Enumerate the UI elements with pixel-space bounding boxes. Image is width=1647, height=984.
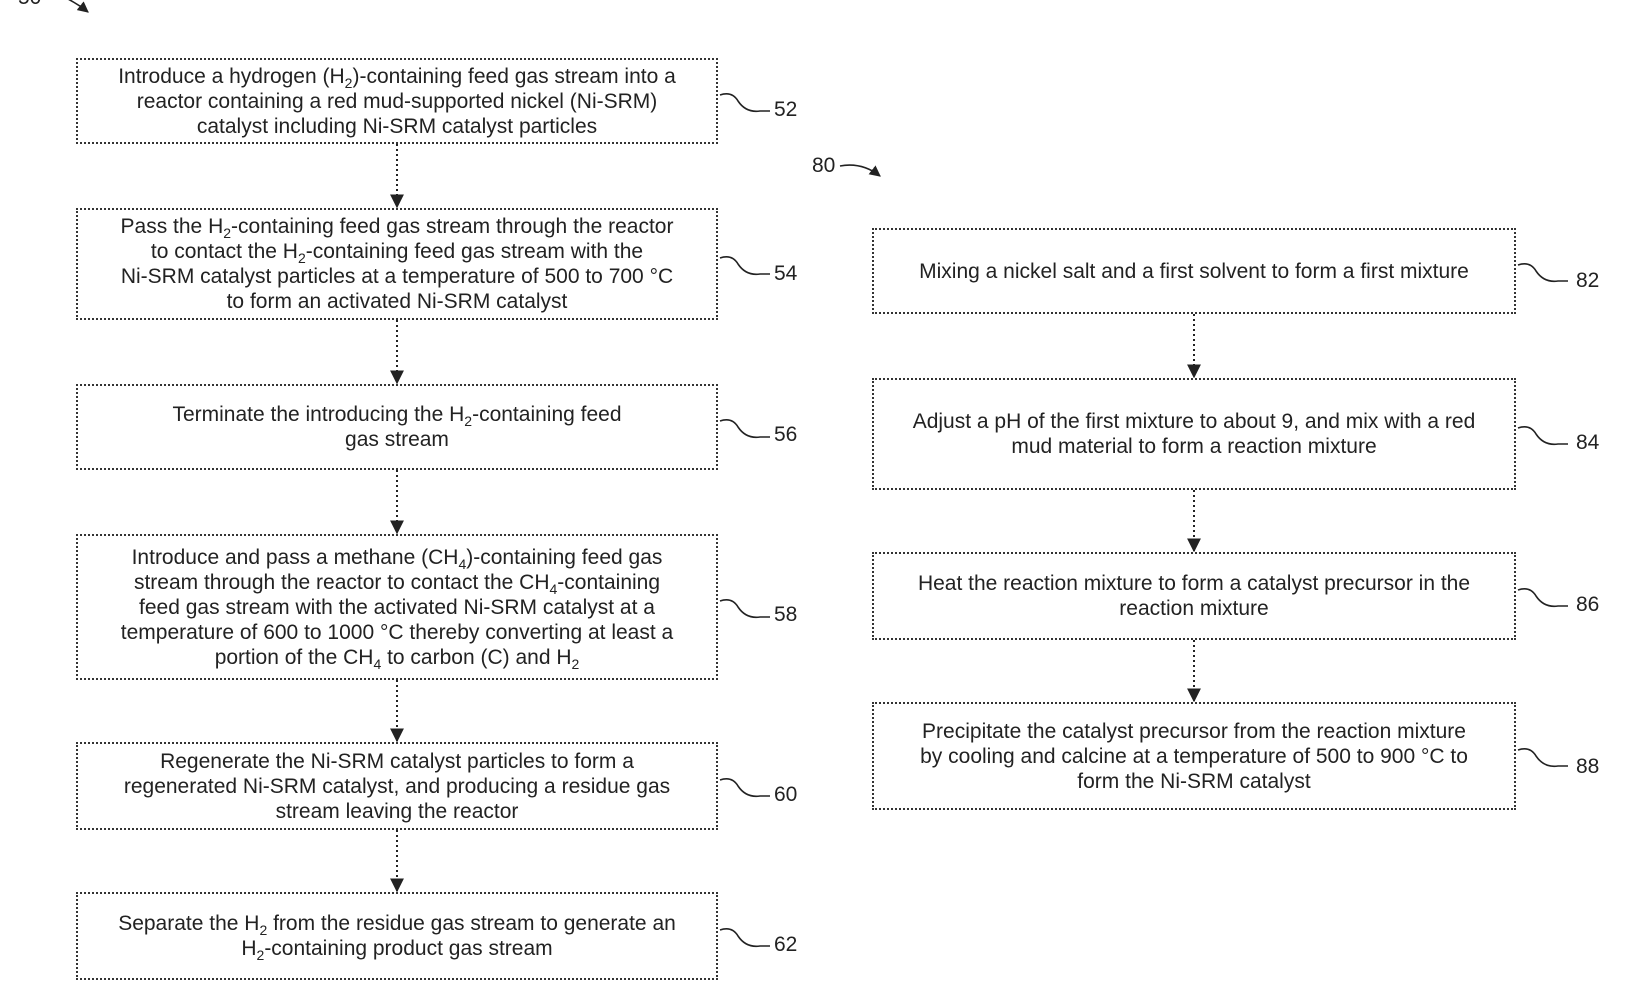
step-text-line: portion of the CH4 to carbon (C) and H2 xyxy=(215,646,580,669)
step-text: Heat the reaction mixture to form a cata… xyxy=(918,571,1470,621)
step-box-54: Pass the H2-containing feed gas stream t… xyxy=(76,208,718,320)
step-text-line: stream through the reactor to contact th… xyxy=(134,571,660,594)
ref-numeral-62: 62 xyxy=(774,934,797,956)
step-text-line: Introduce and pass a methane (CH4)-conta… xyxy=(132,546,663,569)
step-box-56: Terminate the introducing the H2-contain… xyxy=(76,384,718,470)
ref-numeral-60: 60 xyxy=(774,784,797,806)
step-text-line: stream leaving the reactor xyxy=(276,800,519,823)
step-text: Introduce and pass a methane (CH4)-conta… xyxy=(121,545,673,670)
leader-line xyxy=(720,929,770,946)
step-text-line: Pass the H2-containing feed gas stream t… xyxy=(121,215,674,238)
step-box-58: Introduce and pass a methane (CH4)-conta… xyxy=(76,534,718,680)
step-text-line: H2-containing product gas stream xyxy=(241,937,552,960)
step-text-line: to contact the H2-containing feed gas st… xyxy=(151,240,643,263)
step-text-line: form the Ni-SRM catalyst xyxy=(1077,770,1310,793)
figure-label-50: 50 xyxy=(18,0,41,10)
step-text-line: feed gas stream with the activated Ni-SR… xyxy=(139,596,655,619)
step-text-line: Precipitate the catalyst precursor from … xyxy=(922,720,1466,743)
step-text-line: Terminate the introducing the H2-contain… xyxy=(172,403,621,426)
step-text-line: by cooling and calcine at a temperature … xyxy=(920,745,1468,768)
leader-line xyxy=(1518,264,1568,281)
step-text-line: Introduce a hydrogen (H2)-containing fee… xyxy=(118,65,676,88)
step-text: Mixing a nickel salt and a first solvent… xyxy=(919,259,1469,284)
step-box-88: Precipitate the catalyst precursor from … xyxy=(872,702,1516,810)
ref-numeral-58: 58 xyxy=(774,604,797,626)
leader-line xyxy=(720,600,770,617)
step-text-line: Separate the H2 from the residue gas str… xyxy=(118,912,676,935)
step-text-line: catalyst including Ni-SRM catalyst parti… xyxy=(197,115,597,138)
step-text-line: temperature of 600 to 1000 °C thereby co… xyxy=(121,621,673,644)
ref-numeral-52: 52 xyxy=(774,99,797,121)
step-box-84: Adjust a pH of the first mixture to abou… xyxy=(872,378,1516,490)
step-text: Introduce a hydrogen (H2)-containing fee… xyxy=(118,64,676,139)
step-box-86: Heat the reaction mixture to form a cata… xyxy=(872,552,1516,640)
step-text-line: regenerated Ni-SRM catalyst, and produci… xyxy=(124,775,670,798)
step-text: Terminate the introducing the H2-contain… xyxy=(172,402,621,452)
step-text-line: Adjust a pH of the first mixture to abou… xyxy=(913,410,1476,433)
step-box-82: Mixing a nickel salt and a first solvent… xyxy=(872,228,1516,314)
step-text-line: to form an activated Ni-SRM catalyst xyxy=(227,290,568,313)
ref-numeral-84: 84 xyxy=(1576,432,1599,454)
leader-line xyxy=(720,420,770,437)
step-text-line: mud material to form a reaction mixture xyxy=(1011,435,1376,458)
ref-numeral-88: 88 xyxy=(1576,756,1599,778)
step-text: Precipitate the catalyst precursor from … xyxy=(920,719,1468,794)
ref-numeral-86: 86 xyxy=(1576,594,1599,616)
step-text-line: Ni-SRM catalyst particles at a temperatu… xyxy=(121,265,673,288)
step-text-line: Regenerate the Ni-SRM catalyst particles… xyxy=(160,750,634,773)
leader-line xyxy=(1518,589,1568,606)
leader-line xyxy=(720,257,770,274)
step-text-line: gas stream xyxy=(345,428,449,451)
step-text: Separate the H2 from the residue gas str… xyxy=(118,911,676,961)
step-text: Adjust a pH of the first mixture to abou… xyxy=(913,409,1476,459)
ref-numeral-54: 54 xyxy=(774,263,797,285)
ref-numeral-56: 56 xyxy=(774,424,797,446)
step-text-line: Heat the reaction mixture to form a cata… xyxy=(918,572,1470,595)
step-box-60: Regenerate the Ni-SRM catalyst particles… xyxy=(76,742,718,830)
step-text: Pass the H2-containing feed gas stream t… xyxy=(121,214,674,314)
step-text-line: reactor containing a red mud-supported n… xyxy=(137,90,658,113)
figure-80-pointer-arrow xyxy=(840,165,880,176)
leader-line xyxy=(720,94,770,111)
step-text-line: Mixing a nickel salt and a first solvent… xyxy=(919,260,1469,283)
step-text: Regenerate the Ni-SRM catalyst particles… xyxy=(124,749,670,824)
leader-line xyxy=(1518,749,1568,766)
leader-line xyxy=(1518,427,1568,444)
ref-numeral-82: 82 xyxy=(1576,270,1599,292)
figure-50-pointer-arrow xyxy=(66,0,88,12)
step-box-62: Separate the H2 from the residue gas str… xyxy=(76,892,718,980)
figure-label-80: 80 xyxy=(812,154,835,178)
step-text-line: reaction mixture xyxy=(1119,597,1268,620)
leader-line xyxy=(720,779,770,796)
step-box-52: Introduce a hydrogen (H2)-containing fee… xyxy=(76,58,718,144)
